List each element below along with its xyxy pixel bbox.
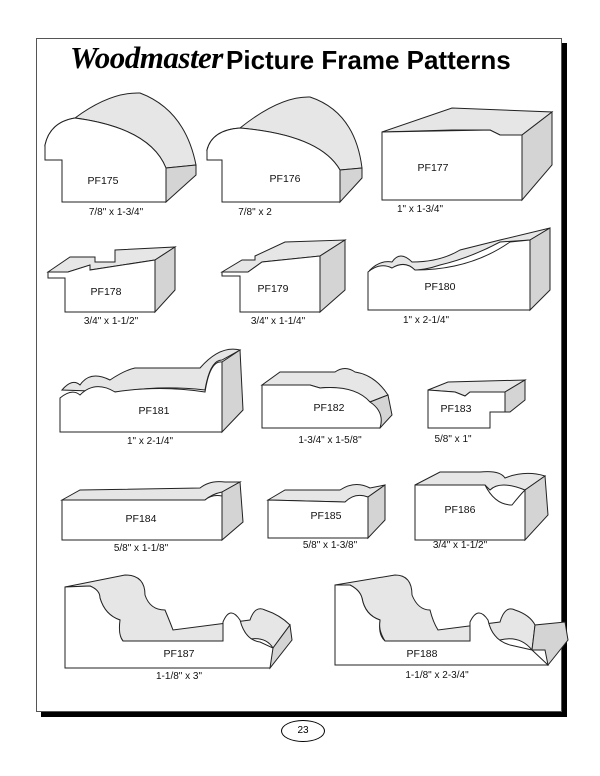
profile-pf179: [220, 239, 347, 314]
profile-pf184: [60, 481, 244, 542]
pattern-size: 5/8" x 1-3/8": [302, 540, 358, 551]
pattern-size: 3/4" x 1-1/4": [250, 316, 306, 327]
pattern-code: PF184: [125, 513, 157, 525]
pattern-size: 1" x 1-3/4": [396, 204, 444, 215]
pattern-size: 5/8" x 1": [434, 434, 472, 445]
pattern-code: PF186: [444, 504, 476, 516]
page-title: Picture Frame Patterns: [226, 45, 511, 75]
profile-pf181: [59, 348, 244, 434]
profile-pf188: [334, 574, 569, 667]
profile-pf176: [206, 96, 363, 204]
pattern-code: PF180: [424, 281, 456, 293]
profile-pf187: [64, 574, 293, 670]
pattern-size: 7/8" x 1-3/4": [88, 207, 144, 218]
page-number: 23: [281, 720, 325, 742]
brand-logo: Woodmaster: [70, 40, 223, 75]
profile-pf185: [266, 484, 386, 540]
pattern-code: PF181: [138, 405, 170, 417]
pattern-code: PF177: [417, 162, 449, 174]
pattern-code: PF182: [313, 402, 345, 414]
profile-pf183: [427, 379, 527, 429]
pattern-size: 1-3/4" x 1-5/8": [298, 435, 362, 446]
profile-pf186: [414, 471, 549, 542]
pattern-code: PF175: [87, 175, 119, 187]
pattern-code: PF188: [406, 648, 438, 660]
profile-pf178: [46, 246, 177, 314]
pattern-size: 1-1/8" x 3": [155, 671, 203, 682]
pattern-size: 1-1/8" x 2-3/4": [405, 670, 469, 681]
pattern-code: PF185: [310, 510, 342, 522]
pattern-size: 1" x 2-1/4": [126, 436, 174, 447]
pattern-size: 5/8" x 1-1/8": [113, 543, 169, 554]
pattern-code: PF187: [163, 648, 195, 660]
profile-pf177: [381, 107, 554, 202]
pattern-code: PF183: [440, 403, 472, 415]
pattern-code: PF179: [257, 283, 289, 295]
pattern-size: 3/4" x 1-1/2": [83, 316, 139, 327]
pattern-size: 7/8" x 2: [238, 207, 272, 218]
profile-pf180: [367, 227, 551, 312]
profile-pf175: [44, 92, 197, 204]
pattern-code: PF178: [90, 286, 122, 298]
profile-pf182: [260, 368, 393, 429]
pattern-size: 3/4" x 1-1/2": [432, 540, 488, 551]
pattern-code: PF176: [269, 173, 301, 185]
pattern-size: 1" x 2-1/4": [402, 315, 450, 326]
